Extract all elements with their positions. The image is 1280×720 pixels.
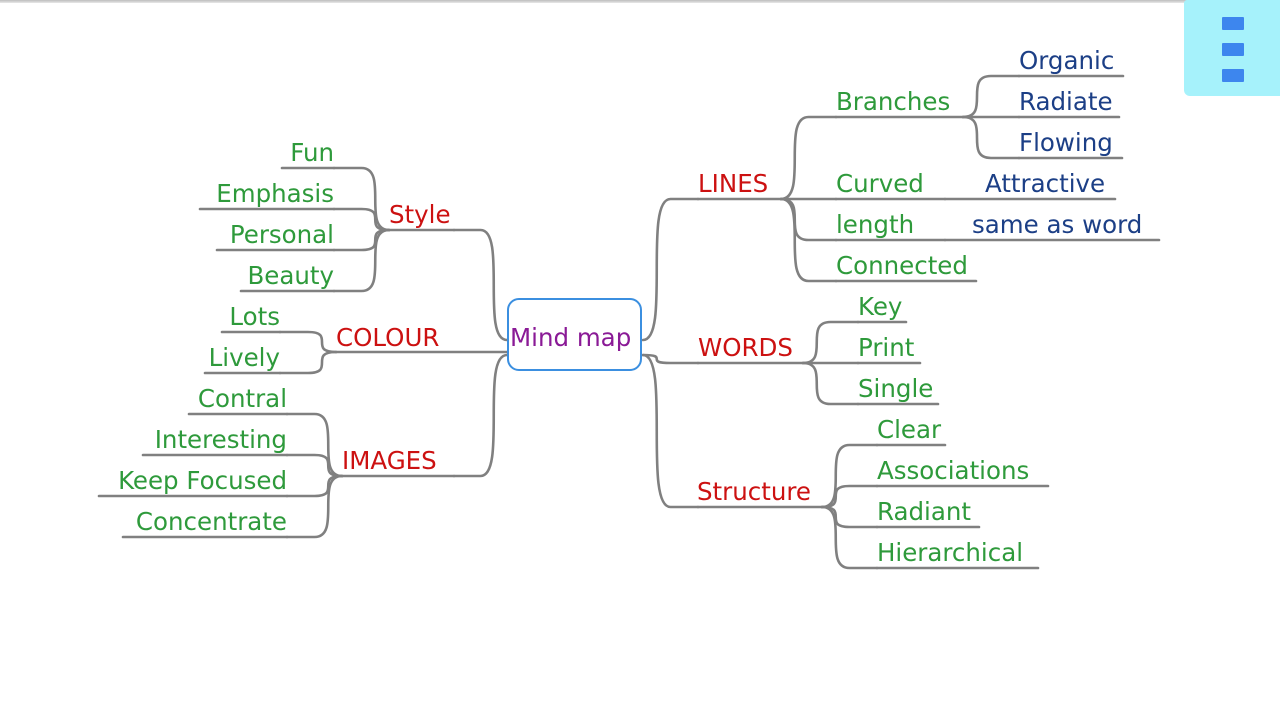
link-lines-child (779, 197, 838, 283)
link-branches-child (961, 74, 1021, 119)
subleaf-radiate[interactable]: Radiate (1019, 87, 1113, 116)
link-colour-child (278, 330, 338, 354)
leaf-branches[interactable]: Branches (836, 87, 951, 116)
link-root-lines (641, 197, 700, 342)
link-style-child (332, 228, 391, 293)
leaf-emphasis[interactable]: Emphasis (216, 179, 334, 208)
leaf-keep-focused[interactable]: Keep Focused (118, 466, 287, 495)
leaf-interesting[interactable]: Interesting (154, 425, 287, 454)
leaf-beauty[interactable]: Beauty (247, 261, 334, 290)
branch-images[interactable]: IMAGES (342, 446, 437, 475)
branch-structure[interactable]: Structure (697, 477, 811, 506)
leaf-print[interactable]: Print (858, 333, 915, 362)
subleaf-same-as-word[interactable]: same as word (972, 210, 1143, 239)
link-style-child (332, 207, 391, 232)
leaf-curved[interactable]: Curved (836, 169, 924, 198)
link-images-child (285, 474, 344, 539)
subleaf-organic[interactable]: Organic (1019, 46, 1115, 75)
link-words-child (801, 320, 860, 365)
leaf-single[interactable]: Single (858, 374, 934, 403)
link-root-structure (641, 353, 700, 509)
leaf-concentrate[interactable]: Concentrate (135, 507, 287, 536)
overflow-menu-icon (1222, 17, 1244, 30)
link-branches-child (961, 115, 1021, 160)
link-structure-child (820, 505, 879, 570)
branch-style[interactable]: Style (389, 200, 451, 229)
leaf-connected[interactable]: Connected (836, 251, 968, 280)
link-structure-child (820, 484, 879, 509)
overflow-menu-icon-bar (1222, 69, 1244, 82)
root-node-frame[interactable] (507, 298, 642, 371)
root-node[interactable]: Mind map (510, 323, 632, 352)
link-lines-child (779, 115, 838, 201)
leaf-personal[interactable]: Personal (229, 220, 334, 249)
link-images-child (285, 412, 344, 478)
branch-lines[interactable]: LINES (698, 169, 769, 198)
subleaf-attractive[interactable]: Attractive (985, 169, 1106, 198)
overflow-menu-icon-bar (1222, 43, 1244, 56)
branch-words[interactable]: WORDS (698, 333, 793, 362)
link-images-child (285, 453, 344, 478)
leaf-length[interactable]: length (836, 210, 915, 239)
link-colour-child (278, 350, 338, 375)
leaf-radiant[interactable]: Radiant (877, 497, 972, 526)
link-structure-child (820, 443, 879, 509)
top-edge-shadow (0, 0, 1280, 3)
connector-lines (97, 74, 1161, 570)
leaf-hierarchical[interactable]: Hierarchical (877, 538, 1024, 567)
leaf-lively[interactable]: Lively (208, 343, 280, 372)
leaf-clear[interactable]: Clear (877, 415, 942, 444)
branch-colour[interactable]: COLOUR (336, 323, 440, 352)
overflow-menu-button[interactable] (1184, 0, 1280, 96)
link-words-child (801, 361, 860, 406)
leaf-key[interactable]: Key (858, 292, 903, 321)
link-style-child (332, 166, 391, 232)
leaf-contral[interactable]: Contral (197, 384, 287, 413)
link-root-images (452, 353, 509, 478)
leaf-associations[interactable]: Associations (877, 456, 1030, 485)
subleaf-flowing[interactable]: Flowing (1019, 128, 1113, 157)
link-root-style (452, 228, 509, 342)
leaf-fun[interactable]: Fun (290, 138, 334, 167)
leaf-lots[interactable]: Lots (229, 302, 280, 331)
link-root-words (641, 353, 700, 365)
